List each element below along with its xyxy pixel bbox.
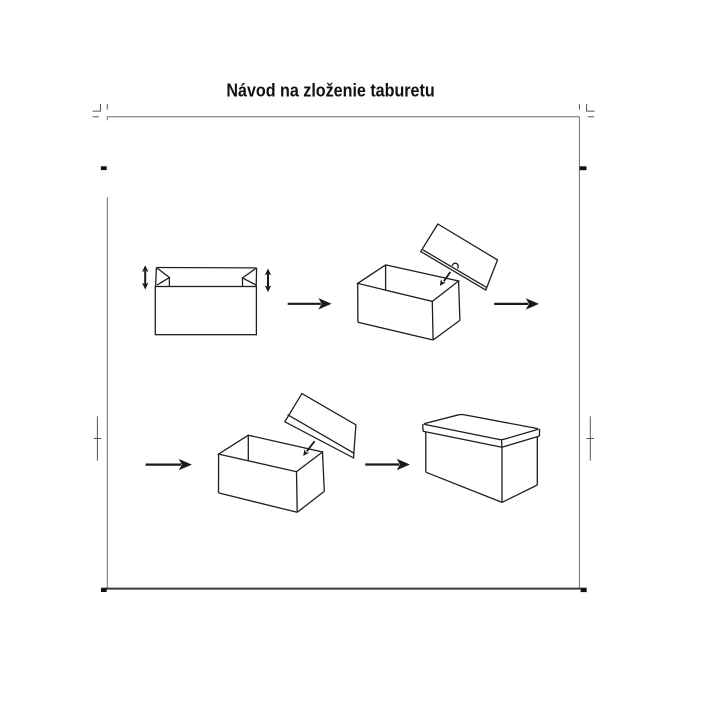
svg-text:Návod na zloženie taburetu: Návod na zloženie taburetu xyxy=(226,79,434,100)
